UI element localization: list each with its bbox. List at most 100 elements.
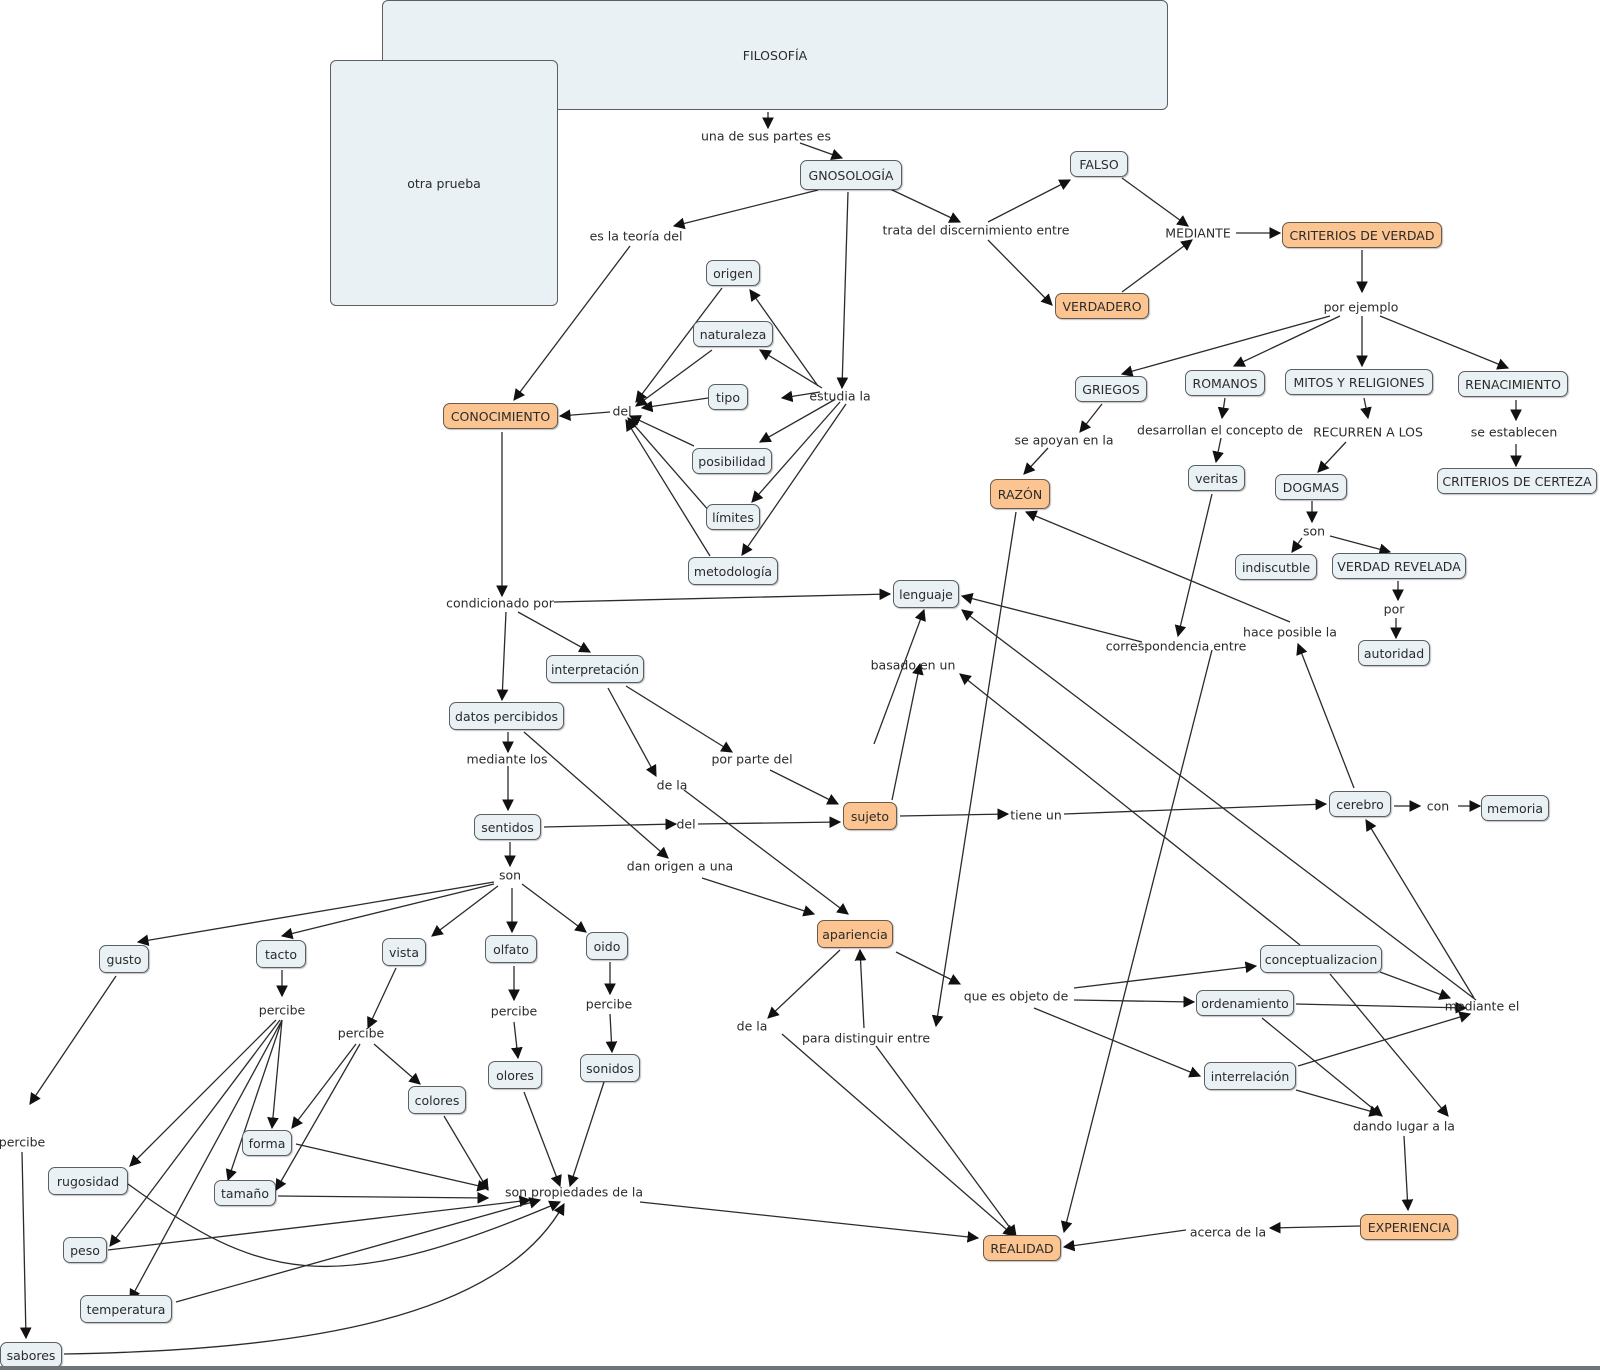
concept-rugosidad[interactable]: rugosidad: [48, 1167, 128, 1195]
concept-verdadero[interactable]: VERDADERO: [1055, 293, 1149, 319]
concept-apariencia[interactable]: apariencia: [817, 920, 893, 948]
edge-line: [1060, 649, 1213, 1234]
edge-line: [129, 1019, 283, 1302]
concept-interpretacion[interactable]: interpretación: [546, 655, 644, 683]
edge-line: [987, 239, 1053, 306]
concept-sentidos[interactable]: sentidos: [474, 814, 541, 840]
link-una-de-sus-partes: una de sus partes es: [700, 128, 832, 144]
concept-tamano[interactable]: tamaño: [214, 1180, 276, 1206]
concept-gnosologia[interactable]: GNOSOLOGÍA: [800, 160, 902, 190]
edge-line: [961, 609, 1477, 1001]
edge-line: [758, 399, 835, 443]
concept-otra-prueba[interactable]: otra prueba: [330, 60, 558, 306]
edge-line: [873, 608, 926, 745]
concept-origen[interactable]: origen: [706, 260, 760, 286]
concept-realidad[interactable]: REALIDAD: [983, 1235, 1061, 1261]
edge-line: [29, 975, 117, 1105]
concept-sujeto[interactable]: sujeto: [843, 802, 897, 830]
concept-tacto[interactable]: tacto: [256, 940, 306, 968]
link-que-es-objeto: que es objeto de: [963, 988, 1069, 1004]
edge-line: [1297, 1011, 1472, 1067]
edge-line: [295, 1143, 490, 1192]
link-son-dogmas: son: [1302, 523, 1326, 539]
edge-line: [496, 611, 509, 702]
link-percibe-gusto: percibe: [0, 1134, 46, 1150]
concept-veritas[interactable]: veritas: [1188, 465, 1245, 491]
concept-mitos-y-religiones[interactable]: MITOS Y RELIGIONES: [1285, 369, 1433, 395]
link-hace-posible: hace posible la: [1243, 624, 1337, 640]
concept-naturaleza[interactable]: naturaleza: [693, 321, 773, 347]
edge-line: [605, 1013, 618, 1054]
edge-line: [523, 1091, 562, 1188]
link-con-memoria: con: [1426, 798, 1450, 814]
bottom-scrollbar[interactable]: [0, 1366, 1600, 1370]
concept-oido[interactable]: oido: [586, 932, 628, 960]
edge-line: [741, 403, 847, 556]
concept-conocimiento[interactable]: CONOCIMIENTO: [443, 403, 558, 429]
concept-limites[interactable]: límites: [706, 504, 760, 530]
link-desarrollan: desarrollan el concepto de: [1137, 422, 1303, 438]
edge-line: [291, 1043, 357, 1129]
edge-line: [511, 1021, 523, 1060]
concept-gusto[interactable]: gusto: [99, 945, 149, 973]
edge-line: [625, 419, 711, 557]
edge-line: [431, 885, 499, 937]
concept-peso[interactable]: peso: [63, 1237, 107, 1263]
concept-lenguaje[interactable]: lenguaje: [893, 580, 959, 608]
concept-colores[interactable]: colores: [408, 1086, 466, 1114]
edge-line: [543, 818, 678, 831]
concept-ordenamiento[interactable]: ordenamiento: [1196, 990, 1294, 1016]
concept-forma[interactable]: forma: [242, 1130, 292, 1156]
concept-posibilidad[interactable]: posibilidad: [692, 448, 772, 474]
link-del-conocimiento: del: [612, 403, 632, 419]
edge-line: [1232, 315, 1341, 367]
link-por-autoridad: por: [1383, 601, 1405, 617]
link-trata-del: trata del discernimiento entre: [882, 222, 1070, 238]
link-percibe-olfato: percibe: [490, 1003, 538, 1019]
concept-autoridad[interactable]: autoridad: [1358, 640, 1430, 666]
concept-razon[interactable]: RAZÓN: [990, 479, 1050, 509]
edge-line: [1063, 798, 1328, 815]
concept-metodologia[interactable]: metodología: [688, 557, 778, 585]
concept-olfato[interactable]: olfato: [485, 935, 537, 963]
concept-dogmas[interactable]: DOGMAS: [1275, 474, 1347, 500]
concept-interrelacion[interactable]: interrelación: [1204, 1062, 1296, 1090]
edge-line: [895, 951, 962, 985]
concept-conceptualizacion[interactable]: conceptualizacion: [1260, 945, 1382, 973]
concept-temperatura[interactable]: temperatura: [80, 1295, 172, 1323]
concept-olores[interactable]: olores: [488, 1061, 542, 1089]
link-percibe-tacto: percibe: [258, 1002, 306, 1018]
concept-criterios-de-certeza[interactable]: CRITERIOS DE CERTEZA: [1437, 468, 1597, 494]
concept-romanos[interactable]: ROMANOS: [1185, 370, 1265, 396]
edge-line: [891, 662, 924, 801]
edge-line: [267, 1019, 283, 1130]
link-de-la-apariencia: de la: [736, 1018, 768, 1034]
edge-line: [1329, 535, 1392, 555]
concept-vista[interactable]: vista: [382, 938, 426, 966]
concept-griegos[interactable]: GRIEGOS: [1075, 376, 1147, 402]
concept-indiscutble[interactable]: indiscutble: [1235, 554, 1317, 580]
edge-line: [769, 769, 840, 805]
concept-datos-percibidos[interactable]: datos percibidos: [449, 702, 564, 730]
edge-curve: [63, 1202, 565, 1355]
concept-verdad-revelada[interactable]: VERDAD REVELADA: [1332, 553, 1466, 579]
concept-sabores[interactable]: sabores: [0, 1342, 62, 1368]
concept-renacimiento[interactable]: RENACIMIENTO: [1458, 371, 1568, 397]
concept-experiencia[interactable]: EXPERIENCIA: [1360, 1214, 1458, 1240]
edge-line: [1073, 995, 1196, 1008]
concept-cerebro[interactable]: cerebro: [1329, 791, 1391, 817]
concept-memoria[interactable]: memoria: [1481, 795, 1549, 821]
edge-line: [987, 179, 1072, 223]
edge-line: [373, 1043, 421, 1085]
edge-line: [443, 1115, 489, 1192]
link-correspondencia: correspondencia entre: [1105, 638, 1247, 654]
concept-sonidos[interactable]: sonidos: [580, 1054, 640, 1082]
concept-falso[interactable]: FALSO: [1070, 151, 1128, 177]
edge-line: [887, 187, 962, 223]
link-es-la-teoria: es la teoría del: [589, 228, 683, 244]
concept-tipo[interactable]: tipo: [708, 384, 748, 410]
edge-line: [521, 883, 587, 933]
concept-criterios-de-verdad[interactable]: CRITERIOS DE VERDAD: [1282, 222, 1442, 248]
edge-line: [799, 142, 844, 160]
edge-line: [1379, 315, 1510, 370]
